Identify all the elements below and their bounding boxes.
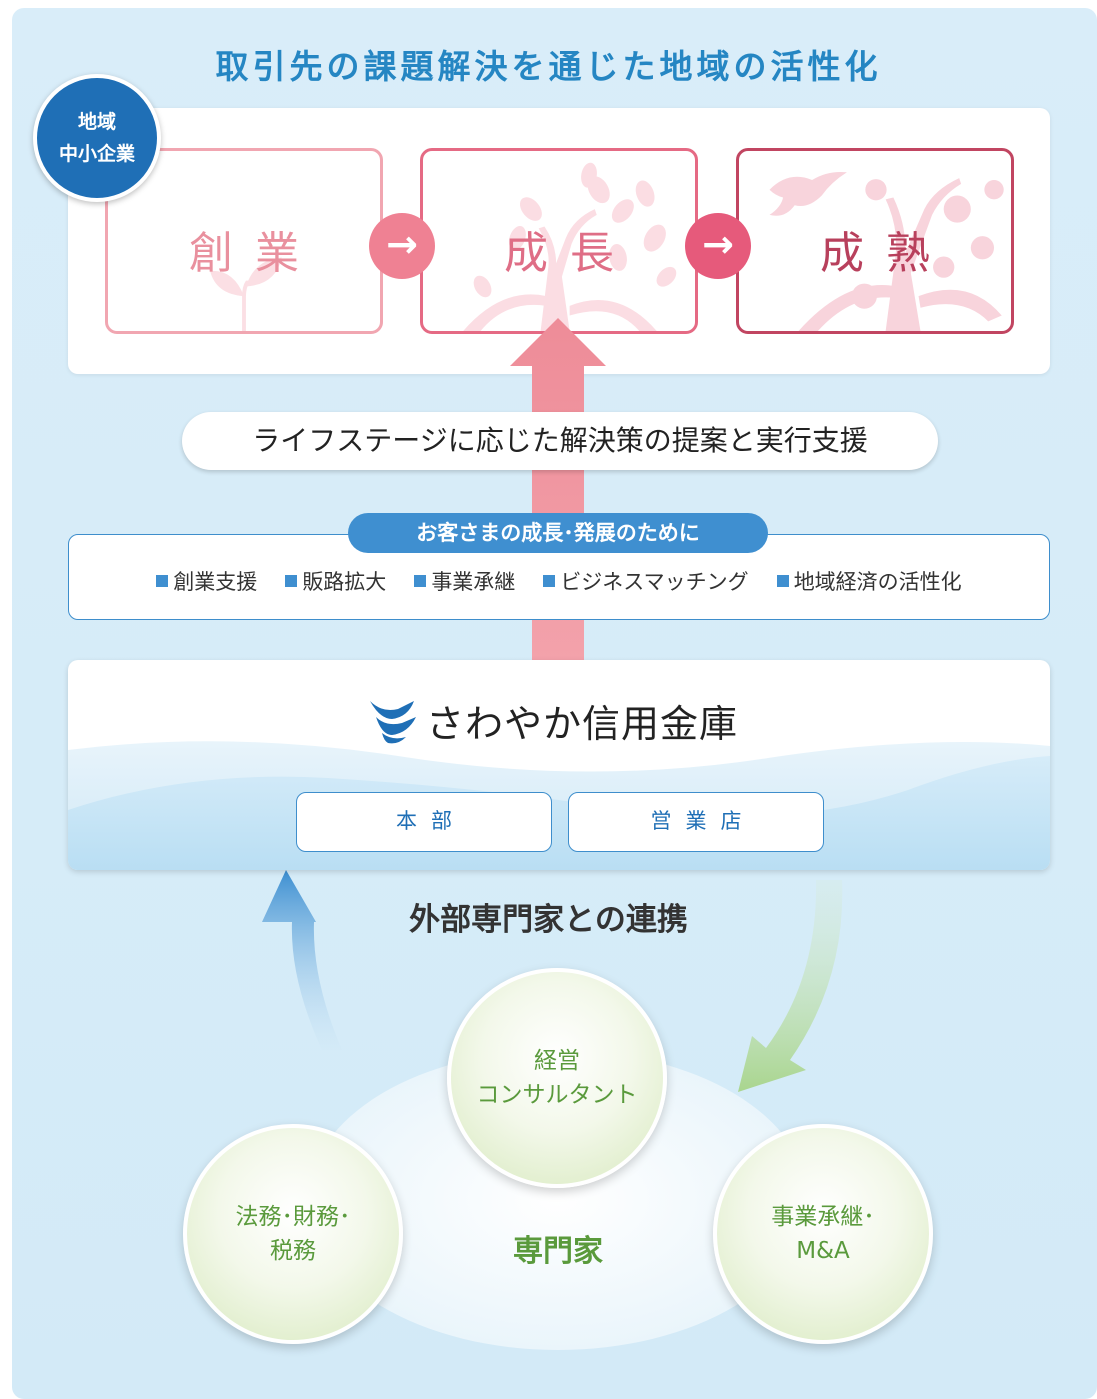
bullet-square-icon — [156, 575, 169, 587]
bank-logo: さわやか信用金庫 — [368, 690, 738, 750]
stage-label: 成熟 — [820, 228, 952, 279]
headquarters-box: 本部 — [296, 792, 552, 852]
expert-management-consultant: 経営 コンサルタント — [447, 968, 667, 1188]
badge-line-1: 地域 — [77, 111, 116, 133]
collaboration-graphic — [262, 870, 843, 1350]
bank-logo-icon — [370, 701, 416, 744]
list-item: 創業支援 — [156, 565, 257, 597]
expert-label-line: 税務 — [270, 1238, 316, 1264]
expert-ellipse — [308, 1050, 808, 1350]
bullet-square-icon — [414, 575, 427, 587]
expert-label-line: M&A — [796, 1238, 850, 1264]
branch-box: 営業店 — [568, 792, 824, 852]
bank-card: さわやか信用金庫 本部 営業店 — [68, 660, 1050, 870]
expert-label-line: 事業承継･ — [771, 1204, 875, 1230]
stage-startup: 創業 — [105, 148, 383, 334]
list-item: 販路拡大 — [285, 565, 386, 597]
stage-growth: 成長 — [420, 148, 698, 334]
expert-label-line: 経営 — [534, 1048, 580, 1074]
expert-succession-ma: 事業承継･ M&A — [713, 1124, 933, 1344]
bullet-square-icon — [543, 575, 556, 587]
badge-line-2: 中小企業 — [58, 143, 135, 165]
arrow-up-icon — [262, 870, 342, 1050]
expert-label-line: コンサルタント — [476, 1082, 638, 1108]
bullet-square-icon — [776, 575, 789, 587]
list-item: 地域経済の活性化 — [776, 565, 962, 597]
support-item-label: 販路拡大 — [302, 570, 387, 594]
expert-legal-financial-tax: 法務･財務･ 税務 — [183, 1124, 403, 1344]
collaboration-title: 外部専門家との連携 — [409, 902, 688, 938]
list-item: 事業承継 — [414, 565, 515, 597]
support-item-label: 創業支援 — [173, 570, 258, 594]
proposal-banner: ライフステージに応じた解決策の提案と実行支援 — [182, 412, 938, 470]
list-item: ビジネスマッチング — [543, 565, 749, 597]
fruit-tree-icon — [769, 171, 1004, 331]
experts-label: 専門家 — [513, 1234, 603, 1269]
support-item-label: 地域経済の活性化 — [793, 570, 962, 594]
support-list: 創業支援 販路拡大 事業承継 ビジネスマッチング 地域経済の活性化 — [68, 565, 1050, 597]
arrow-down-icon — [738, 880, 843, 1092]
support-item-label: 事業承継 — [431, 570, 516, 594]
arrow-right-icon: → — [685, 213, 751, 279]
bank-name-text: さわやか信用金庫 — [426, 701, 739, 746]
stage-label: 創業 — [189, 228, 321, 279]
stage-maturity: 成熟 — [736, 148, 1014, 334]
young-tree-icon — [463, 162, 677, 331]
arrow-right-icon: → — [369, 213, 435, 279]
page-title: 取引先の課題解決を通じた地域の活性化 — [215, 47, 882, 86]
expert-label-line: 法務･財務･ — [235, 1204, 351, 1230]
support-item-label: ビジネスマッチング — [560, 570, 749, 594]
sprout-icon — [210, 257, 282, 331]
support-heading: お客さまの成長･発展のために — [348, 513, 768, 553]
stage-label: 成長 — [504, 228, 636, 279]
sme-badge: 地域 中小企業 — [33, 74, 161, 202]
bullet-square-icon — [285, 575, 298, 587]
